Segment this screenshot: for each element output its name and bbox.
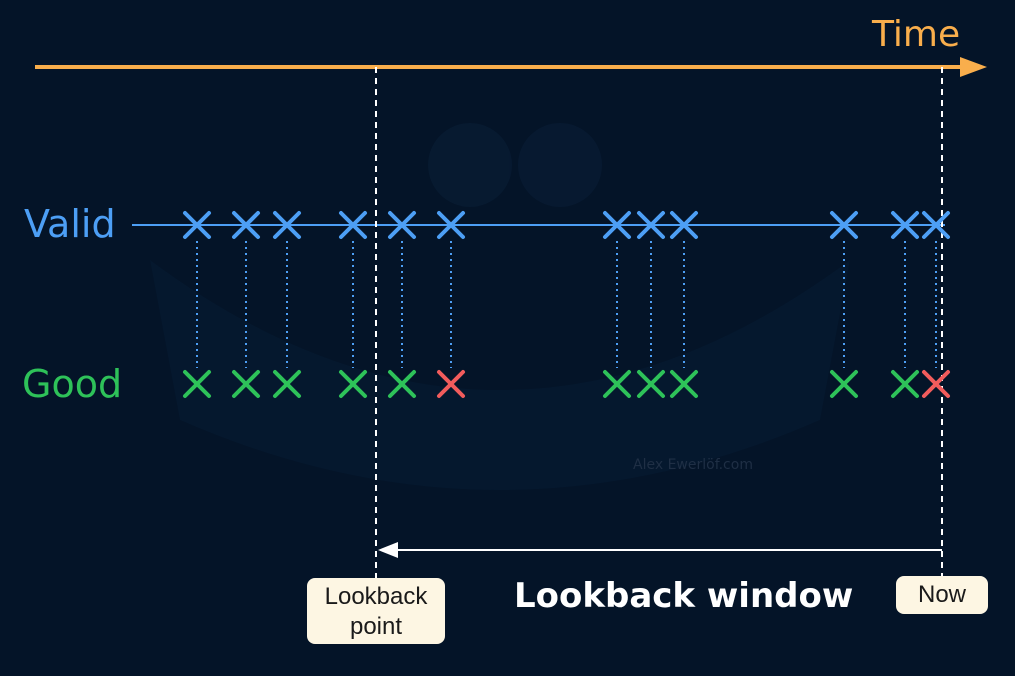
background-emblem — [150, 123, 850, 490]
watermark: Alex Ewerlöf.com — [633, 457, 753, 473]
good-event-mark — [891, 370, 919, 398]
valid-event-mark — [388, 211, 416, 239]
good-event-mark — [603, 370, 631, 398]
time-axis — [35, 57, 987, 77]
events-layer — [183, 211, 950, 398]
good-event-mark — [637, 370, 665, 398]
lookback-point-line2: point — [349, 613, 403, 640]
bad-event-mark — [922, 370, 950, 398]
bad-event-mark — [437, 370, 465, 398]
good-event-mark — [183, 370, 211, 398]
valid-event-mark — [670, 211, 698, 239]
valid-event-mark — [637, 211, 665, 239]
valid-event-mark — [339, 211, 367, 239]
good-event-mark — [388, 370, 416, 398]
good-row-label: Good — [22, 362, 123, 406]
lookback-point-line1: Lookback — [324, 583, 428, 610]
lookback-window-label: Lookback window — [514, 576, 854, 616]
valid-event-mark — [273, 211, 301, 239]
good-event-mark — [670, 370, 698, 398]
valid-event-mark — [437, 211, 465, 239]
good-event-mark — [339, 370, 367, 398]
valid-event-mark — [603, 211, 631, 239]
valid-event-mark — [891, 211, 919, 239]
valid-event-mark — [922, 211, 950, 239]
lookback-window-arrow — [378, 542, 942, 558]
valid-event-mark — [232, 211, 260, 239]
valid-event-mark — [183, 211, 211, 239]
valid-row-label: Valid — [24, 202, 116, 246]
lookback-point-tag: Lookback point — [307, 578, 445, 644]
valid-event-mark — [830, 211, 858, 239]
time-axis-label: Time — [872, 14, 961, 55]
good-event-mark — [830, 370, 858, 398]
good-event-mark — [232, 370, 260, 398]
now-tag: Now — [896, 576, 988, 614]
good-event-mark — [273, 370, 301, 398]
